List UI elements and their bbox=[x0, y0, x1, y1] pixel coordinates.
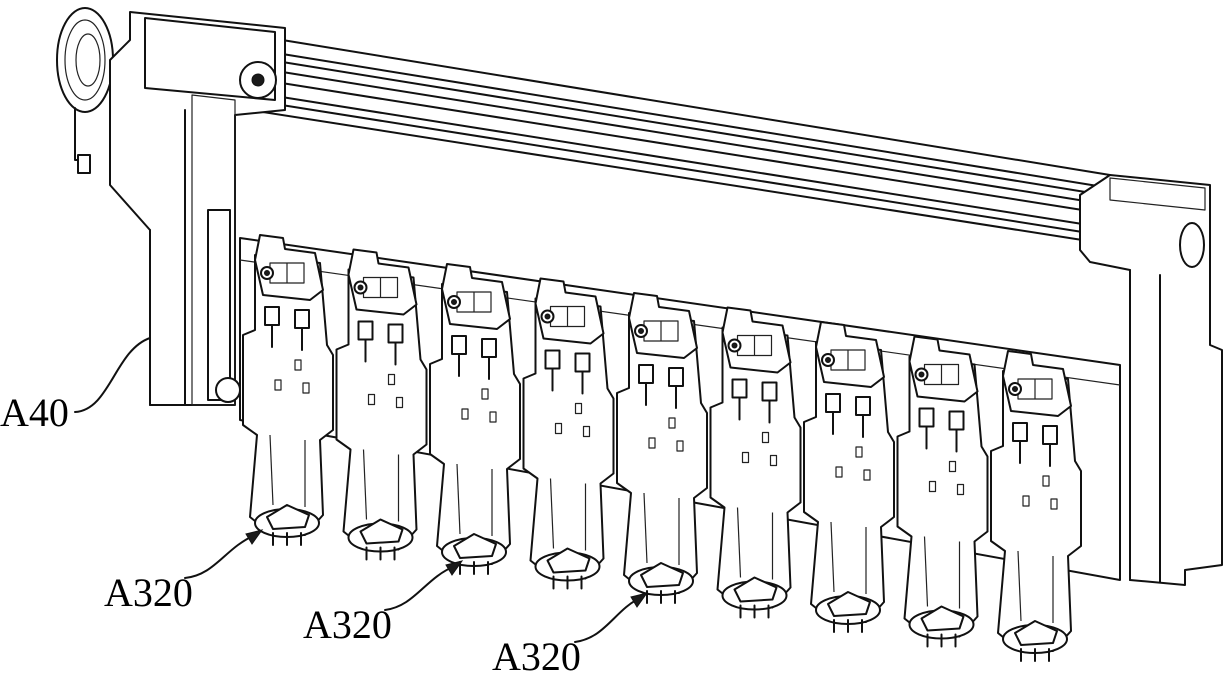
label-a320-second: A320 bbox=[303, 602, 392, 647]
top-rail-assembly bbox=[249, 37, 1111, 243]
leader-lines bbox=[74, 337, 649, 643]
tool-module bbox=[709, 306, 802, 619]
tool-module bbox=[616, 292, 708, 604]
label-a320-third: A320 bbox=[492, 634, 581, 678]
tool-module bbox=[896, 335, 989, 648]
tool-module-row bbox=[242, 234, 1082, 662]
tool-module bbox=[803, 321, 895, 633]
leader-a40 bbox=[74, 337, 151, 413]
label-a40: A40 bbox=[0, 390, 69, 435]
tool-module bbox=[335, 248, 428, 561]
leader-a320-3 bbox=[574, 597, 641, 643]
leader-a320-2 bbox=[384, 565, 456, 611]
left-upright-frame bbox=[109, 11, 286, 406]
tool-module bbox=[990, 350, 1082, 662]
tool-module bbox=[522, 277, 615, 590]
tool-module bbox=[242, 234, 334, 546]
tool-module bbox=[429, 263, 521, 575]
motor-disc bbox=[56, 7, 114, 174]
leader-a320-1 bbox=[184, 534, 256, 579]
label-a320-first: A320 bbox=[104, 570, 193, 615]
